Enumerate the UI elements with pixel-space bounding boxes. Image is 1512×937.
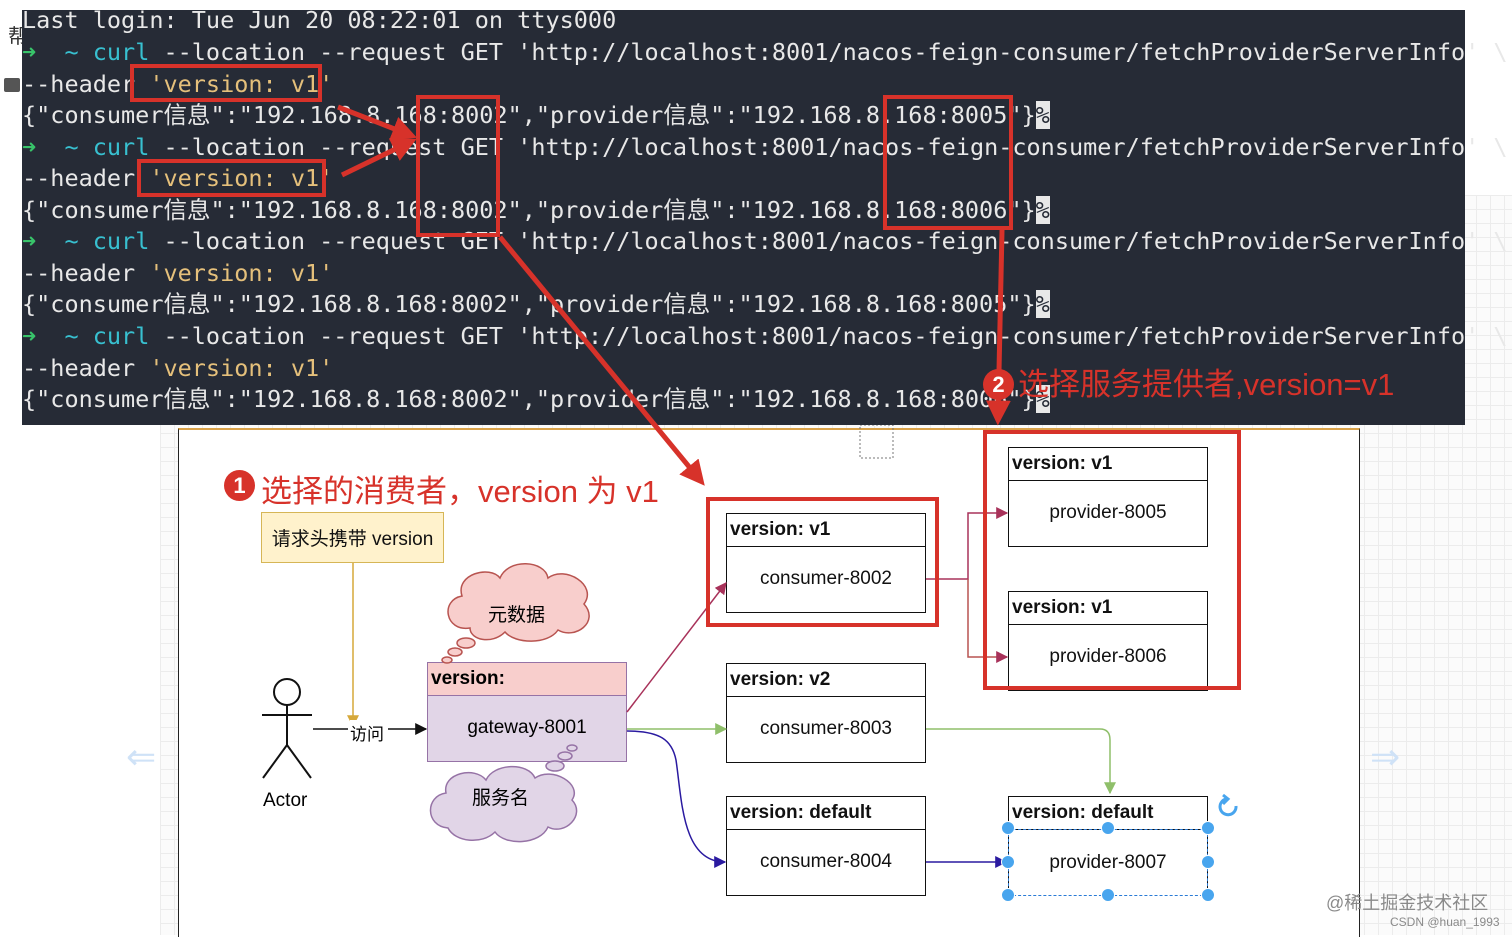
watermark-juejin: @稀土掘金技术社区 — [1326, 893, 1489, 913]
consumer-8002-node[interactable]: version: v1 consumer-8002 — [726, 513, 926, 613]
step-1-badge: 1 — [224, 470, 255, 501]
edge-label-visit: 访问 — [350, 720, 384, 745]
curl-args: --location --request GET 'http://localho… — [149, 133, 1508, 161]
header-value: 'version: v1' — [149, 70, 334, 98]
terminal-line-curl: ➜ ~ curl --location --request GET 'http:… — [22, 321, 1508, 351]
highlight-header-version-1 — [130, 64, 322, 102]
highlight-header-version-2 — [137, 159, 326, 197]
metadata-cloud-label: 元数据 — [488, 605, 546, 626]
highlight-providers-v1 — [983, 430, 1241, 690]
header-value: 'version: v1' — [149, 259, 334, 287]
curl-command: curl — [92, 227, 150, 255]
header-value: 'version: v1' — [149, 354, 334, 382]
left-arrow-icon[interactable]: ⇐ — [126, 736, 157, 777]
terminal-line-response: {"consumer信息":"192.168.8.168:8002","prov… — [22, 100, 1050, 130]
highlight-consumer-v1 — [706, 497, 939, 627]
response-json: {"consumer信息":"192.168.8.168:8002","prov… — [22, 196, 1036, 224]
prompt-arrow-icon: ➜ — [22, 133, 37, 161]
curl-args: --location --request GET 'http://localho… — [149, 38, 1508, 66]
right-arrow-icon[interactable]: ⇒ — [1370, 736, 1401, 777]
service-name-cloud-label: 服务名 — [472, 788, 530, 809]
curl-args: --location --request GET 'http://localho… — [149, 227, 1508, 255]
response-end-marker: % — [1035, 385, 1050, 413]
watermark-csdn: CSDN @huan_1993 — [1390, 915, 1500, 929]
provider-label: provider-8007 — [1008, 829, 1208, 896]
consumer-8004-node[interactable]: version: default consumer-8004 — [726, 796, 926, 896]
consumer-8003-node[interactable]: version: v2 consumer-8003 — [726, 663, 926, 763]
highlight-provider-port — [883, 95, 1013, 230]
step-2-badge: 2 — [983, 369, 1014, 400]
prompt-dir: ~ — [36, 133, 93, 161]
terminal-line-response: {"consumer信息":"192.168.8.168:8002","prov… — [22, 384, 1050, 414]
provider-8006-node[interactable]: version: v1 provider-8006 — [1008, 591, 1208, 691]
gateway-label: gateway-8001 — [467, 717, 587, 738]
response-end-marker: % — [1035, 101, 1050, 129]
gateway-node[interactable]: version: gateway-8001 — [427, 662, 627, 762]
consumer-label: consumer-8004 — [759, 851, 893, 872]
request-header-note[interactable]: 请求头携带 version — [261, 512, 444, 563]
folder-icon — [4, 78, 20, 92]
prompt-dir: ~ — [36, 227, 93, 255]
note-label: 请求头携带 version — [271, 529, 434, 550]
curl-command: curl — [92, 133, 150, 161]
header-flag: --header — [22, 259, 150, 287]
step-2-annotation: 选择服务提供者,version=v1 — [1018, 367, 1395, 402]
prompt-dir: ~ — [36, 38, 93, 66]
prompt-arrow-icon: ➜ — [22, 227, 37, 255]
response-end-marker: % — [1035, 196, 1050, 224]
provider-version-header: version: default — [1009, 797, 1207, 830]
provider-version-header: version: v1 — [1009, 448, 1207, 481]
terminal-line-header: --header 'version: v1' — [22, 163, 333, 193]
prompt-dir: ~ — [36, 322, 93, 350]
provider-8005-node[interactable]: version: v1 provider-8005 — [1008, 447, 1208, 547]
consumer-version-header: version: v2 — [727, 664, 925, 697]
curl-command: curl — [92, 38, 150, 66]
terminal-line-header: --header 'version: v1' — [22, 258, 333, 288]
highlight-consumer-port — [416, 95, 500, 237]
prompt-arrow-icon: ➜ — [22, 322, 37, 350]
response-json: {"consumer信息":"192.168.8.168:8002","prov… — [22, 290, 1036, 318]
header-flag: --header — [22, 70, 150, 98]
terminal-line-response: {"consumer信息":"192.168.8.168:8002","prov… — [22, 195, 1050, 225]
header-flag: --header — [22, 354, 150, 382]
response-end-marker: % — [1035, 290, 1050, 318]
terminal-line-header: --header 'version: v1' — [22, 353, 333, 383]
provider-label: provider-8005 — [1049, 502, 1167, 523]
terminal-line-header: --header 'version: v1' — [22, 69, 333, 99]
terminal-line-response: {"consumer信息":"192.168.8.168:8002","prov… — [22, 289, 1050, 319]
actor-label: Actor — [263, 790, 308, 811]
consumer-label: consumer-8003 — [759, 718, 893, 739]
header-flag: --header — [22, 164, 150, 192]
gateway-version-header: version: — [428, 663, 626, 696]
terminal-line-last-login: Last login: Tue Jun 20 08:22:01 on ttys0… — [22, 6, 617, 34]
terminal-line-curl: ➜ ~ curl --location --request GET 'http:… — [22, 37, 1508, 67]
provider-8007-node[interactable]: version: default provider-8007 — [1008, 796, 1208, 896]
consumer-label: consumer-8002 — [759, 568, 893, 589]
terminal-line-curl: ➜ ~ curl --location --request GET 'http:… — [22, 226, 1508, 256]
header-value: 'version: v1' — [149, 164, 334, 192]
curl-command: curl — [92, 322, 150, 350]
consumer-version-header: version: default — [727, 797, 925, 830]
provider-version-header: version: v1 — [1009, 592, 1207, 625]
step-1-annotation: 选择的消费者，version 为 v1 — [261, 474, 659, 509]
curl-args: --location --request GET 'http://localho… — [149, 322, 1508, 350]
consumer-version-header: version: v1 — [727, 514, 925, 547]
response-json: {"consumer信息":"192.168.8.168:8002","prov… — [22, 385, 1036, 413]
response-json: {"consumer信息":"192.168.8.168:8002","prov… — [22, 101, 1036, 129]
provider-label: provider-8006 — [1049, 646, 1167, 667]
prompt-arrow-icon: ➜ — [22, 38, 37, 66]
terminal-line-curl: ➜ ~ curl --location --request GET 'http:… — [22, 132, 1508, 162]
